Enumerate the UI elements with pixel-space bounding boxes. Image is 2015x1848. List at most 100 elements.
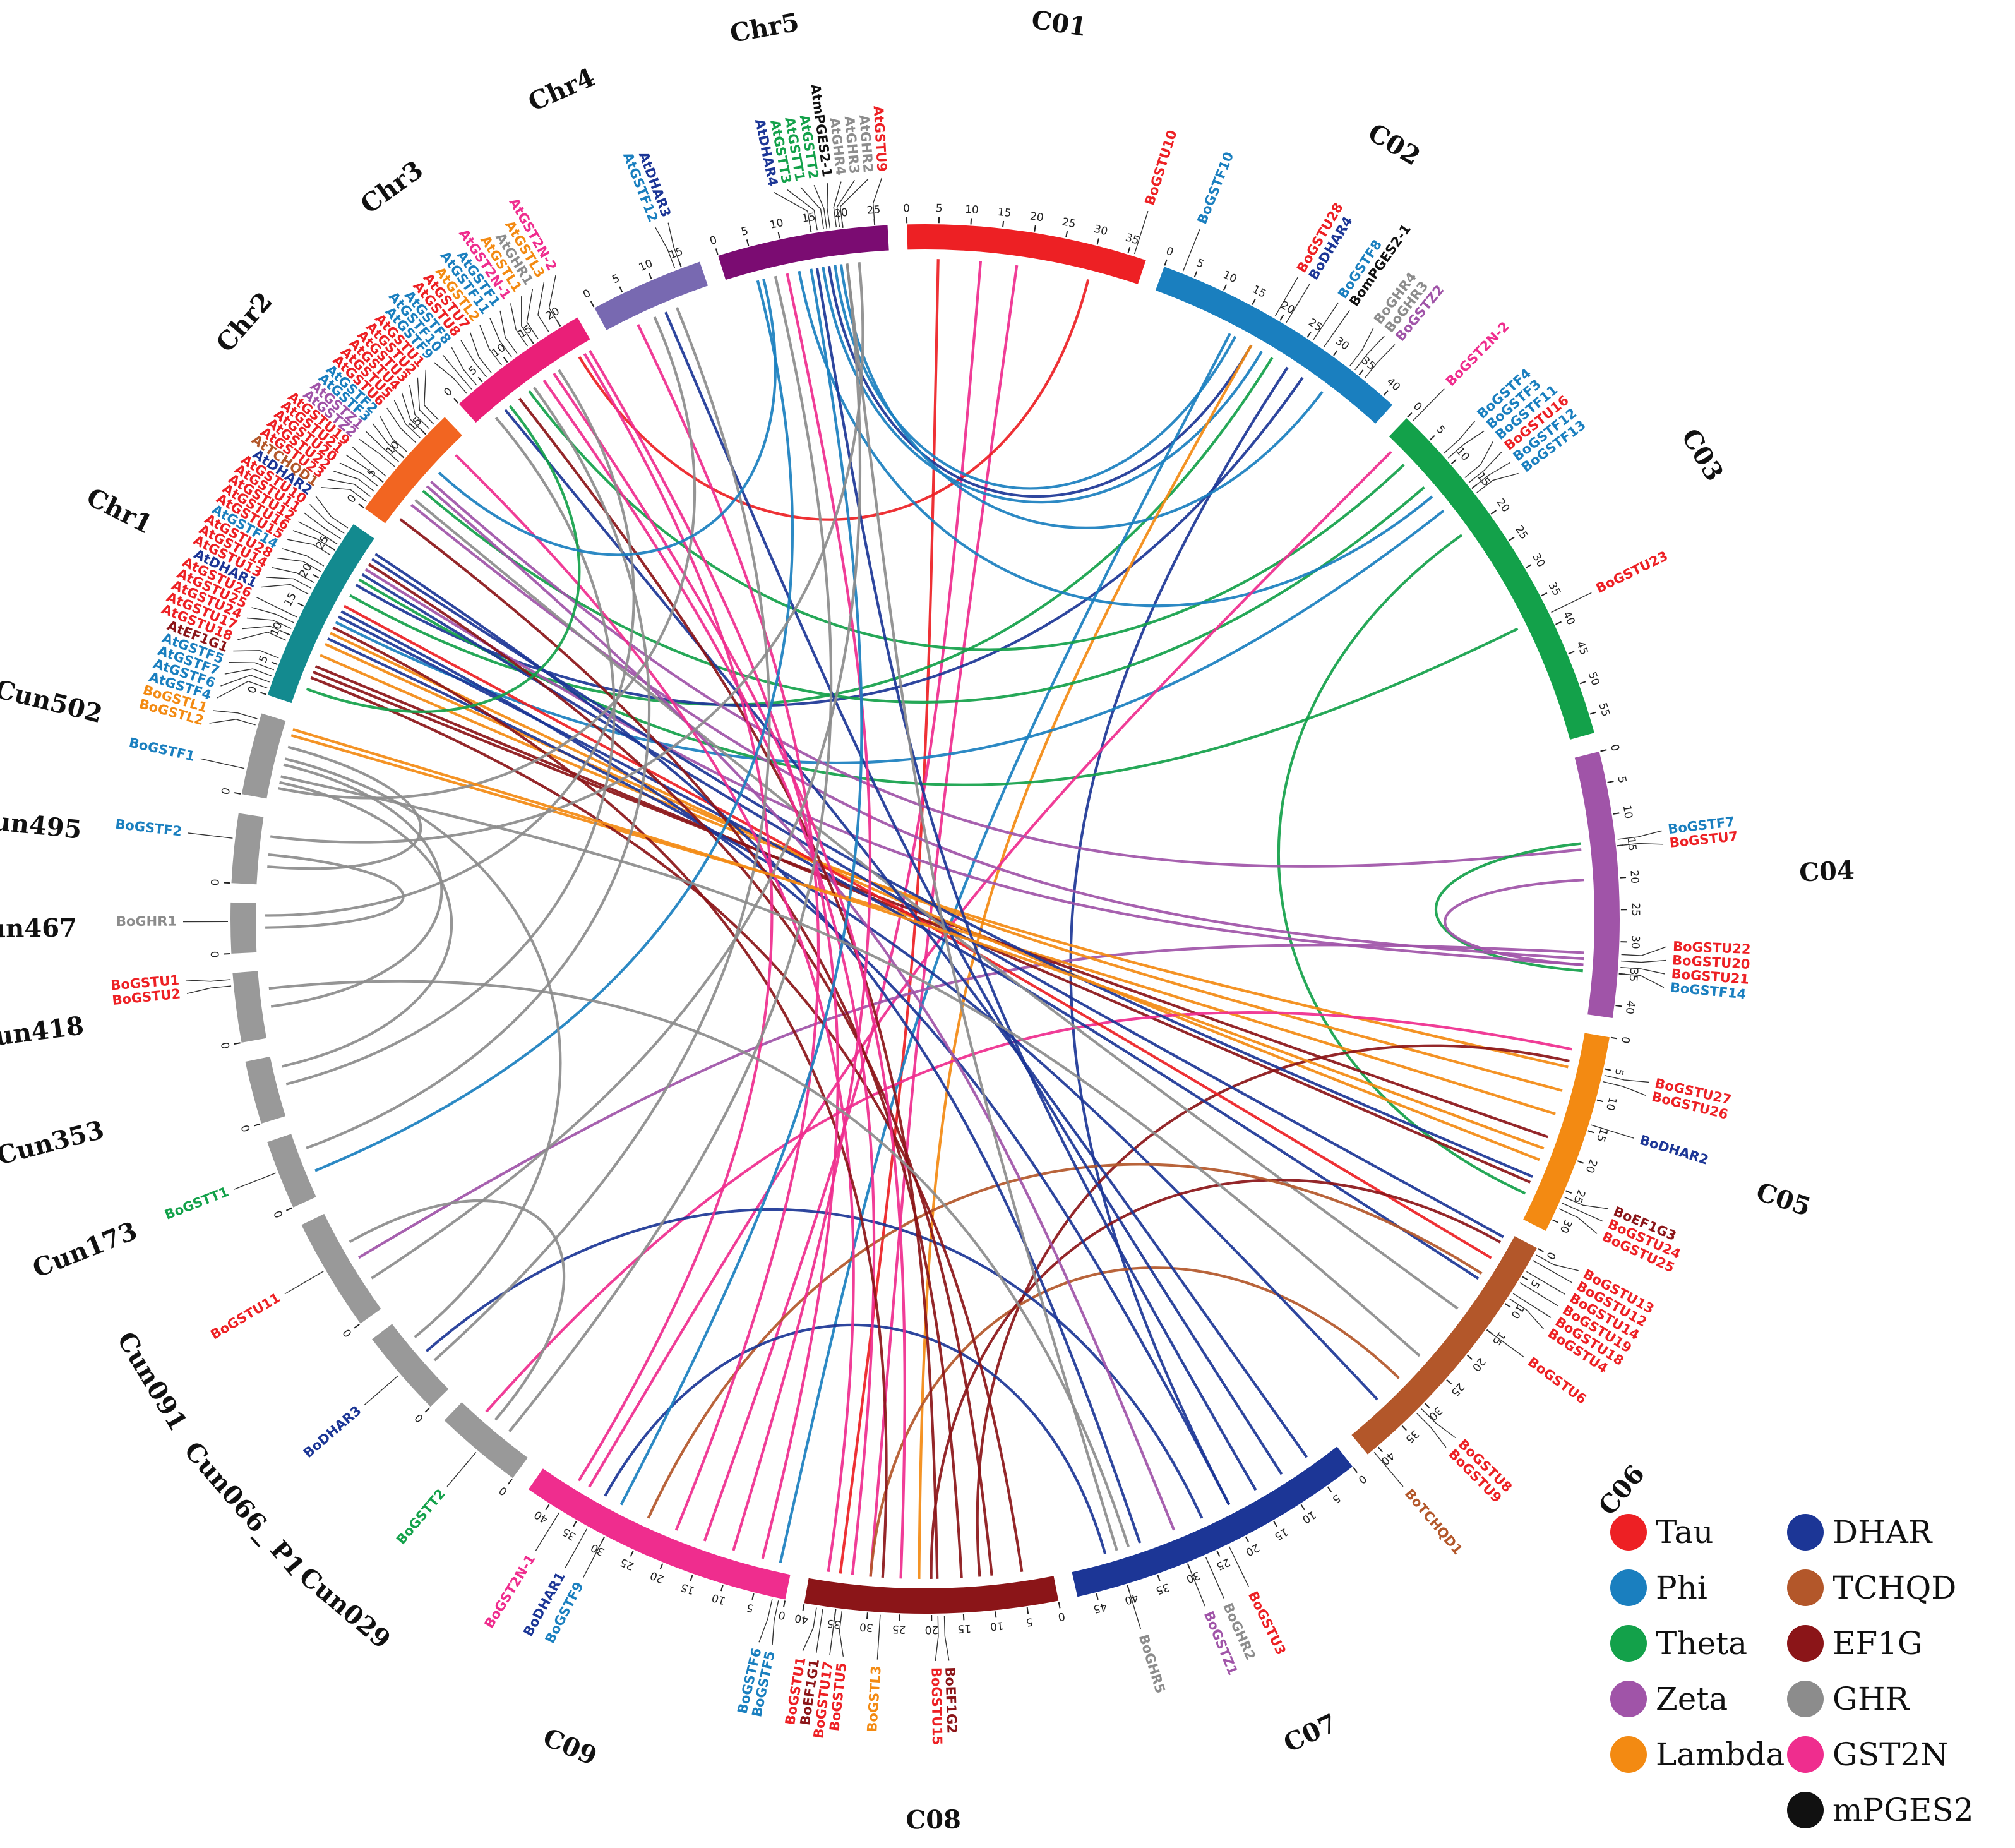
link-phi (438, 279, 777, 556)
tick-mark (1521, 1276, 1528, 1281)
tick-mark (313, 573, 320, 579)
gene-leader-line (237, 632, 287, 641)
link-phi (798, 270, 1433, 608)
gene-leader-line (287, 539, 331, 556)
gene-leader-line (876, 1614, 881, 1660)
gene-leader-line (345, 454, 383, 482)
chromosome-arc-C05 (1523, 1033, 1610, 1231)
link-phi (834, 265, 1237, 490)
gene-leader-line (827, 183, 831, 229)
gene-leader-line (1205, 1557, 1224, 1599)
chromosome-name-cun418: Cun418 (0, 1011, 85, 1054)
tick-mark (1596, 1099, 1603, 1103)
link-phi (822, 267, 1264, 504)
tick-mark (1466, 1355, 1473, 1360)
gene-leader-line (1354, 335, 1385, 371)
tick-label: 20 (924, 1623, 938, 1636)
gene-leader-line (234, 1172, 277, 1190)
gene-leader-line (271, 567, 315, 584)
gene-leader-line (772, 1600, 779, 1645)
link-dhar (374, 553, 1142, 1544)
tick-label: 0 (1057, 1609, 1066, 1623)
gene-label-bogstu22: BoGSTU22 (1673, 939, 1751, 957)
tick-label: 15 (997, 206, 1012, 220)
gene-leader-line (1604, 1075, 1649, 1083)
chromosome-name-c04: C04 (1798, 855, 1855, 887)
gene-label-boghr5: BoGHR5 (1136, 1633, 1168, 1695)
link-zeta (426, 485, 1176, 1531)
gene-label-bogstf10: BoGSTF10 (1194, 150, 1236, 226)
tick-mark (1377, 1446, 1383, 1453)
tick-label: 0 (777, 1608, 787, 1622)
tick-mark (1604, 1068, 1611, 1071)
tick-label: 15 (1272, 1525, 1290, 1542)
tick-mark (866, 1612, 868, 1619)
gene-leader-line (460, 340, 487, 378)
tick-label: 40 (1623, 1000, 1637, 1015)
gene-leader-line (1349, 327, 1374, 366)
legend-item-tchqd: TCHQD (1787, 1565, 1956, 1611)
gene-leader-line (1620, 973, 1665, 988)
link-ghr (306, 387, 651, 1149)
tick-mark (630, 1550, 634, 1557)
gene-leader-line (758, 1599, 773, 1643)
link-ghr (349, 1199, 566, 1421)
gene-leader-line (836, 179, 855, 227)
gene-leader-line (1373, 1451, 1404, 1487)
gene-leader-line (364, 1375, 399, 1406)
link-gst2n (588, 450, 1392, 1488)
chromosome-arc-Cun418 (232, 971, 266, 1043)
gene-leader-line (1364, 344, 1396, 378)
link-ghr (846, 263, 1118, 1551)
link-ghr (265, 369, 635, 917)
tick-mark (271, 661, 278, 665)
gene-label-bogstl3: BoGSTL3 (864, 1665, 884, 1732)
chromosome-arc-C01 (907, 224, 1146, 284)
gene-label-bogstu6: BoGSTU6 (1525, 1354, 1589, 1407)
tick-label: 30 (1529, 551, 1547, 570)
gene-leader-line (1558, 1208, 1598, 1234)
gene-label-bogstu23: BoGSTU23 (1594, 548, 1670, 596)
tick-mark (1600, 749, 1607, 752)
tick-label: 55 (1596, 702, 1611, 719)
link-ef1g (310, 676, 1024, 1572)
link-gst2n (455, 453, 855, 1573)
tick-label: 5 (740, 225, 750, 239)
tick-mark (503, 356, 508, 363)
gene-leader-line (277, 557, 321, 572)
chromosome-name-c03: C03 (1675, 424, 1729, 486)
gene-leader-line (386, 407, 417, 443)
link-dhar (1069, 366, 1289, 1506)
tick-label: 25 (618, 1556, 636, 1573)
tick-mark (1615, 1005, 1622, 1007)
link-dhar (664, 311, 1283, 1475)
tick-label: 10 (710, 1591, 727, 1607)
link-gst2n (485, 1011, 1572, 1413)
chromosome-name-cun173: Cun173 (28, 1216, 141, 1284)
gene-leader-line (352, 447, 387, 477)
tick-mark (1579, 681, 1586, 685)
tick-label: 10 (489, 342, 508, 360)
gene-label-bogstu10: BoGSTU10 (1142, 128, 1180, 207)
gene-leader-line (526, 289, 539, 340)
tick-label: 5 (745, 1600, 755, 1614)
link-ghr (371, 263, 862, 1280)
chromosome-name-cun029: Cun029 (294, 1561, 397, 1655)
link-ghr (433, 306, 771, 1362)
chromosome-arc-Cun353 (245, 1056, 286, 1124)
tick-label: 10 (637, 257, 655, 274)
link-tau (578, 279, 1090, 521)
gene-leader-line (1617, 830, 1662, 840)
legend-item-theta: Theta (1610, 1621, 1747, 1666)
legend-label: TCHQD (1833, 1569, 1957, 1606)
gene-leader-line (229, 661, 275, 671)
tick-label: 20 (1627, 870, 1641, 884)
tick-mark (234, 792, 241, 795)
gene-label-bodhar2: BoDHAR2 (1638, 1132, 1711, 1168)
tick-label: 20 (1279, 299, 1297, 316)
chromosome-arc-Cun502 (241, 713, 286, 799)
chromosome-arc-Chr3 (458, 317, 590, 423)
gene-leader-line (186, 985, 232, 994)
chromosome-name-cun091: Cun091 (111, 1327, 193, 1436)
